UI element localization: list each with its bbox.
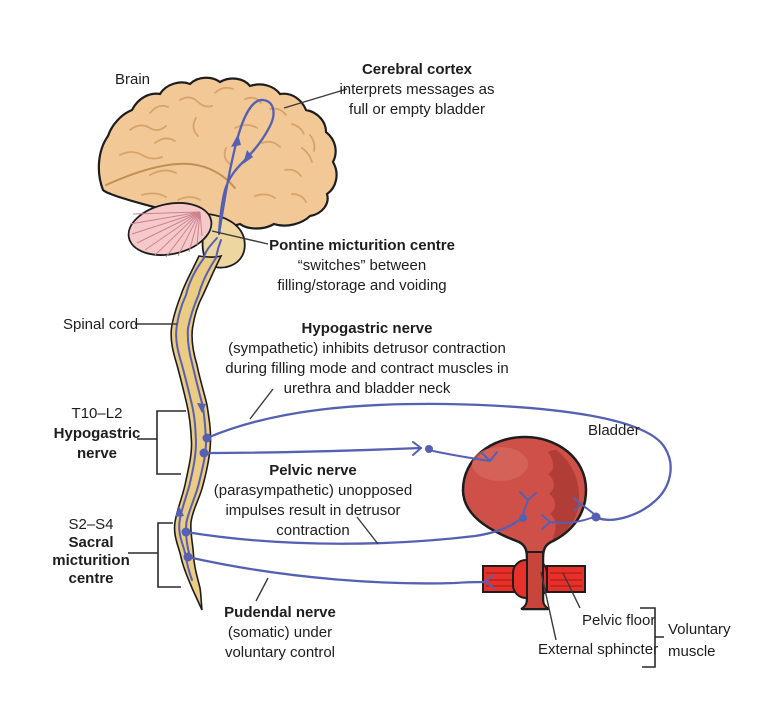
descending-arrow (197, 403, 206, 413)
pontine-line2: filling/storage and voiding (277, 277, 447, 294)
s2-level: S2–S4 (68, 516, 114, 533)
pelvic-floor-pointer (562, 572, 581, 609)
pelvic-line1: (parasympathetic) unopposed (213, 482, 413, 499)
postganglionic-path (432, 450, 491, 462)
spinal-cord-label: Spinal cord (63, 316, 139, 333)
voluntary-muscle-line1: Voluntary (668, 621, 731, 638)
s2-line1: Sacral (68, 534, 114, 551)
t10-bracket (137, 410, 186, 475)
peripheral-nerves (181, 402, 672, 589)
pelvic-line3: contraction (276, 522, 350, 539)
brain-illustration (97, 76, 338, 269)
hypogastric-line1: (sympathetic) inhibits detrusor contract… (228, 340, 506, 357)
brain-label: Brain (115, 71, 151, 88)
loop-ganglion-dot (591, 512, 601, 522)
voluntary-muscle-bracket (640, 607, 664, 668)
t10-root-dot-2 (199, 448, 209, 458)
hypogastric-line2: during filling mode and contract muscles… (225, 360, 509, 377)
s2-root-dot-2 (183, 552, 193, 562)
s2-line3: centre (68, 570, 114, 587)
pontine-pointer (211, 230, 269, 245)
voluntary-muscle-line2: muscle (668, 643, 716, 660)
t10-nerve-line1: Hypogastric (53, 425, 141, 442)
cerebral-cortex-title: Cerebral cortex (361, 61, 473, 78)
t10-segment-label: T10–L2 Hypogastric nerve (54, 404, 141, 464)
detrusor-ending (519, 491, 537, 517)
bladder-ending-upper (481, 451, 498, 462)
sphincter-ending (484, 574, 495, 589)
pelvic-title: Pelvic nerve (269, 462, 357, 479)
pointer-lines (135, 88, 581, 641)
pelvic-floor-label: Pelvic floor (582, 612, 656, 629)
pelvic-ganglion-dot (519, 514, 527, 522)
t10-level: T10–L2 (71, 405, 123, 422)
bladder-label: Bladder (588, 422, 640, 439)
spinal-cord-illustration (170, 237, 223, 611)
brain-gyri (119, 86, 316, 203)
cerebral-cortex-annotation: Cerebral cortex interprets messages as f… (339, 60, 494, 120)
pelvic-nerve-path (184, 518, 521, 545)
hypogastric-loop-path (205, 402, 672, 521)
cortex-loop-nerve (217, 98, 275, 236)
ascending-arrow (175, 506, 184, 517)
bladder-highlight (472, 447, 528, 481)
t10-nerve-line2: nerve (76, 445, 118, 462)
bladder-shading (548, 450, 580, 540)
loop-down-arrow (243, 150, 253, 164)
cerebral-cortex-pointer (283, 88, 348, 109)
pelvic-pointer (356, 516, 379, 545)
pudendal-nerve-path (186, 555, 487, 585)
hypogastric-pointer (249, 388, 274, 420)
pelvic-annotation: Pelvic nerve (parasympathetic) unopposed… (214, 461, 412, 541)
ganglion-fork (412, 441, 422, 456)
voluntary-muscle-label: Voluntary muscle (668, 619, 731, 663)
pudendal-line1: (somatic) under (227, 624, 333, 641)
s2-bracket (128, 522, 181, 588)
pudendal-title: Pudendal nerve (224, 604, 336, 621)
pelvic-floor-illustration (482, 551, 586, 610)
s2-segment-label: S2–S4 Sacral micturition centre (52, 516, 130, 588)
ganglion-dot (425, 445, 433, 453)
cerebral-cortex-line2: full or empty bladder (349, 101, 485, 118)
cerebellum-striations (129, 211, 203, 258)
pontine-title: Pontine micturition centre (269, 237, 455, 254)
s2-root-dot-1 (181, 527, 191, 537)
t10-root-dot-1 (202, 433, 212, 443)
cerebral-cortex-line1: interprets messages as (339, 81, 495, 98)
bladder-illustration (461, 435, 588, 611)
external-sphincter-pointer (540, 571, 557, 641)
pontine-annotation: Pontine micturition centre “switches” be… (269, 236, 455, 296)
hypogastric-title: Hypogastric nerve (301, 320, 433, 337)
lateral-fissure (105, 162, 236, 189)
cord-nerve-track-right (184, 239, 222, 554)
pudendal-annotation: Pudendal nerve (somatic) under voluntary… (224, 603, 336, 663)
loop-up-arrow (231, 134, 241, 147)
pontine-line1: “switches” between (297, 257, 427, 274)
hypogastric-nerve-path (202, 446, 423, 455)
loop-ganglion-stub (573, 497, 595, 515)
hypogastric-annotation: Hypogastric nerve (sympathetic) inhibits… (225, 319, 508, 399)
cord-nerve-track-left (175, 237, 218, 581)
pudendal-pointer (255, 577, 269, 602)
brackets (128, 410, 664, 668)
s2-line2: micturition (52, 552, 130, 569)
pudendal-line2: voluntary control (224, 644, 336, 661)
hypogastric-line3: urethra and bladder neck (283, 380, 451, 397)
external-sphincter-label: External sphincter (538, 641, 659, 658)
pelvic-line2: impulses result in detrusor (225, 502, 401, 519)
